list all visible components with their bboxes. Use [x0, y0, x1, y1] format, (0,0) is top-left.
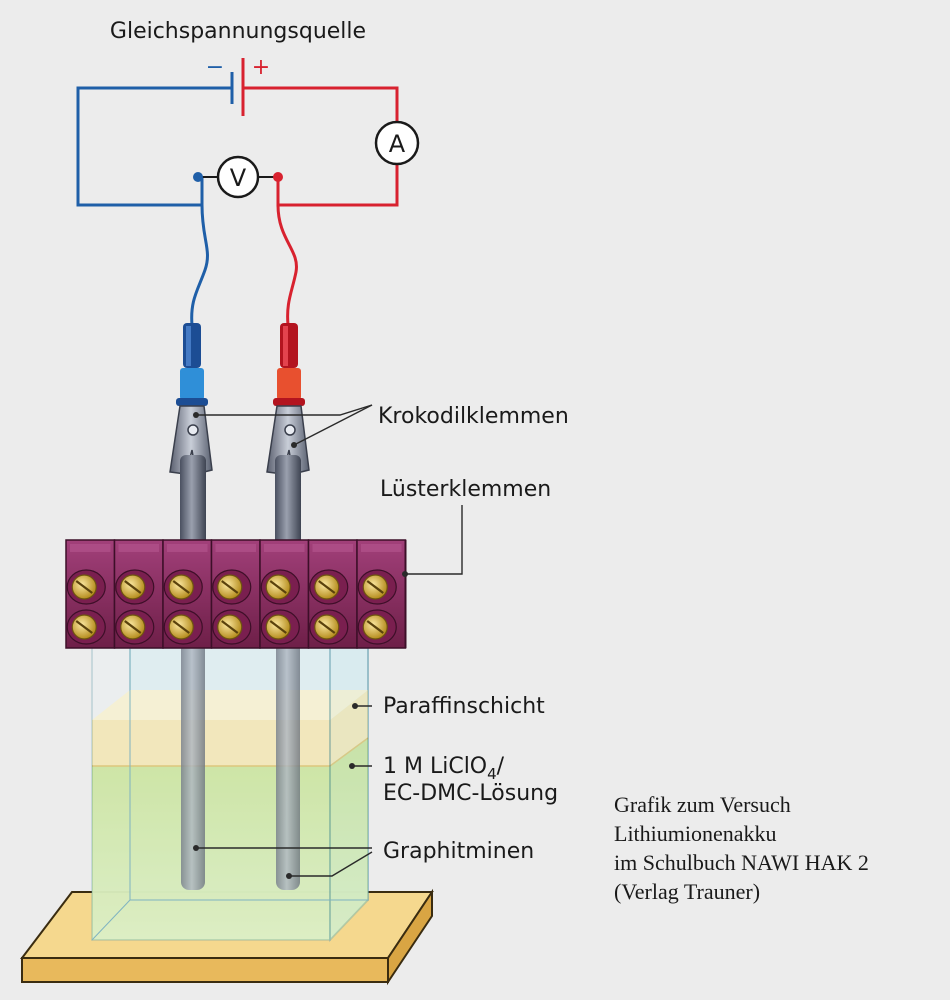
callout-krokodil-right	[293, 404, 373, 446]
negative-wire-loop	[76, 86, 232, 207]
label-electrolyte-line2: EC-DMC-Lösung	[383, 781, 558, 806]
callout-luester	[405, 505, 463, 575]
caption-line-3: im Schulbuch NAWI HAK 2	[614, 850, 869, 875]
voltmeter-label: V	[230, 164, 247, 192]
ammeter-label: A	[389, 130, 406, 158]
blue-plug	[176, 323, 208, 406]
terminal-segment	[259, 539, 310, 649]
beaker	[91, 618, 369, 943]
plus-sign: +	[252, 55, 270, 80]
minus-sign: −	[206, 55, 224, 80]
label-krokodilklemmen: Krokodilklemmen	[378, 404, 569, 429]
graphite-rod-left	[181, 640, 205, 890]
graphite-rod-right	[276, 640, 300, 890]
label-electrolyte-line1: 1 M LiClO4/	[383, 754, 505, 783]
negative-cable	[190, 204, 209, 326]
electrolyte-formula-subscript: 4	[487, 765, 497, 783]
voltmeter-icon	[216, 155, 260, 199]
electrolyte-formula-prefix: 1 M LiClO	[383, 754, 487, 779]
callout-graphit-right	[289, 851, 373, 877]
label-luesterklemmen: Lüsterklemmen	[380, 477, 551, 502]
terminal-segment	[113, 539, 164, 649]
electrolyte-formula-suffix: /	[497, 754, 505, 779]
terminal-segment	[356, 539, 407, 649]
positive-junction-dot	[273, 172, 283, 182]
terminal-segment	[65, 539, 116, 649]
caption: Grafik zum Versuch Lithiumionenakku im S…	[614, 792, 869, 904]
negative-junction-dot	[193, 172, 203, 182]
graphite-rod-right-top	[275, 455, 301, 550]
caption-line-1: Grafik zum Versuch	[614, 792, 791, 817]
label-graphitminen: Graphitminen	[383, 839, 534, 864]
positive-cable	[276, 204, 298, 326]
positive-wire-loop	[243, 86, 399, 207]
graphite-rod-left-top	[180, 455, 206, 550]
caption-line-4: (Verlag Trauner)	[614, 879, 760, 904]
ammeter-icon	[374, 120, 420, 166]
callout-krokodil-left	[196, 404, 373, 416]
terminal-segment	[307, 539, 358, 649]
callout-dots	[193, 412, 408, 879]
terminal-segment	[210, 539, 261, 649]
caption-line-2: Lithiumionenakku	[614, 821, 777, 846]
label-paraffinschicht: Paraffinschicht	[383, 694, 545, 719]
power-source-title: Gleichspannungsquelle	[110, 19, 366, 44]
circuit: Gleichspannungsquelle − + A V	[76, 19, 420, 326]
red-plug	[273, 323, 305, 406]
terminal-block	[65, 539, 407, 649]
terminal-segment	[162, 539, 213, 649]
